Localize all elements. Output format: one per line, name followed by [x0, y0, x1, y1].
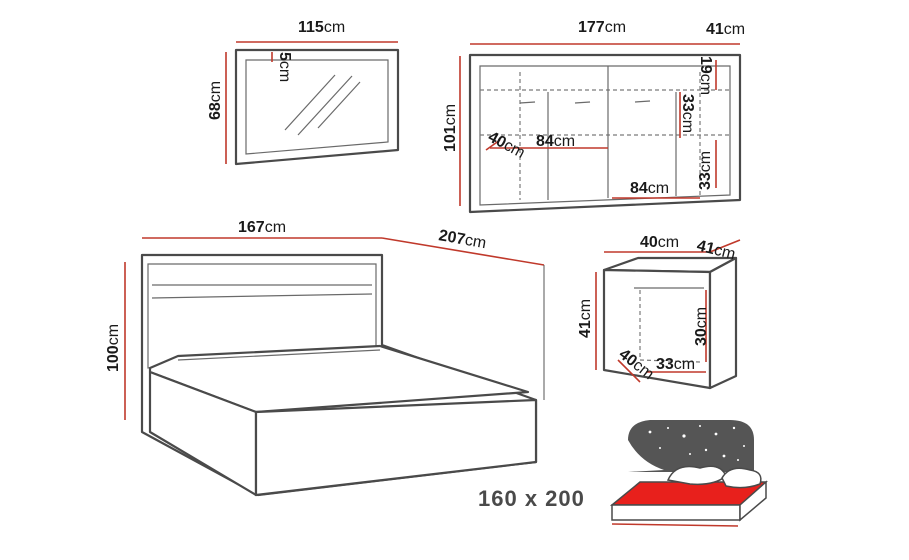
nightstand-height-label: 41cm — [577, 299, 594, 338]
nightstand-depth-line — [709, 239, 741, 253]
nightstand-inner-depth-line — [617, 359, 641, 383]
sideboard-low-shelf-label: 33cm — [697, 151, 714, 190]
mirror-icon — [234, 48, 400, 166]
bed-icon — [140, 253, 538, 497]
sideboard-depth-label: 41cm — [706, 21, 745, 38]
sideboard-top-shelf-label: 19cm — [697, 56, 714, 95]
mattress-width-line — [611, 523, 739, 527]
nightstand-depth-label: 41cm — [695, 237, 737, 263]
nightstand-inner-width-label: 33cm — [656, 356, 695, 373]
nightstand-inner-height-label: 30cm — [693, 307, 710, 346]
mirror-height-label: 68cm — [207, 81, 224, 120]
bed-length-line — [381, 237, 545, 266]
bed-width-label: 167cm — [238, 219, 286, 236]
sideboard-height-label: 101cm — [442, 104, 459, 152]
sideboard-mid-shelf-label: 33cm — [679, 94, 696, 133]
sideboard-inner-bottom-label: 84cm — [630, 180, 669, 197]
sideboard-icon — [468, 53, 742, 214]
nightstand-width-label: 40cm — [640, 234, 679, 251]
mattress-storage-icon — [609, 420, 768, 527]
sideboard-width-label: 177cm — [578, 19, 626, 36]
nightstand-icon — [602, 256, 738, 390]
mirror-depth-label: 5cm — [276, 52, 293, 82]
mirror-width-label: 115cm — [298, 19, 345, 36]
sideboard-inner-depth-line — [485, 139, 501, 151]
sideboard-inner-top-label: 84cm — [536, 133, 575, 150]
bed-height-label: 100cm — [105, 324, 122, 372]
mattress-size-label: 160 x 200 — [478, 486, 585, 511]
bed-length-label: 207cm — [437, 227, 487, 252]
